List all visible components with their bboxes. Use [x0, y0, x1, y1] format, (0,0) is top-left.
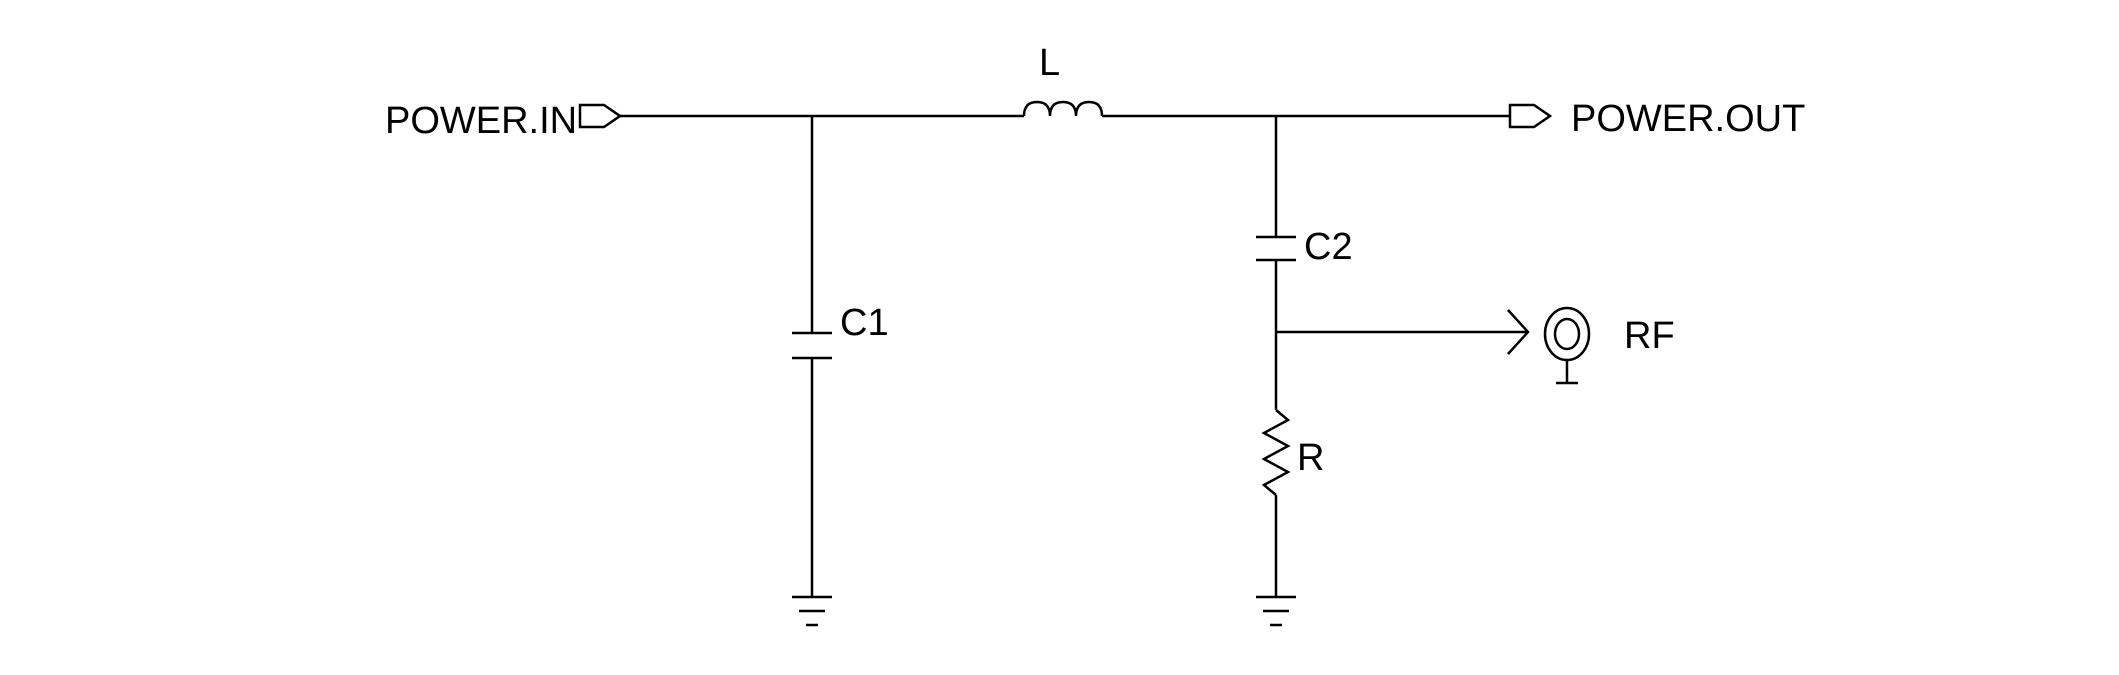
ground-icon — [1256, 595, 1296, 627]
power-out-port-icon — [1490, 103, 1553, 129]
ground-icon — [792, 595, 832, 627]
inductor-label: L — [1039, 42, 1060, 84]
resistor-symbol — [1261, 409, 1291, 496]
rf-label: RF — [1624, 315, 1675, 357]
power-in-port-icon — [578, 103, 638, 129]
rf-connector-icon — [1543, 306, 1591, 385]
resistor-label: R — [1297, 437, 1324, 479]
rf-arrow-icon — [1507, 309, 1530, 355]
capacitor-c2-symbol — [1256, 235, 1296, 262]
capacitor-c2-label: C2 — [1304, 226, 1353, 268]
inductor-symbol — [1022, 100, 1104, 117]
capacitor-c1-symbol — [792, 331, 832, 360]
capacitor-c1-label: C1 — [840, 302, 889, 344]
power-out-label: POWER.OUT — [1571, 98, 1805, 140]
power-in-label: POWER.IN — [385, 100, 577, 142]
